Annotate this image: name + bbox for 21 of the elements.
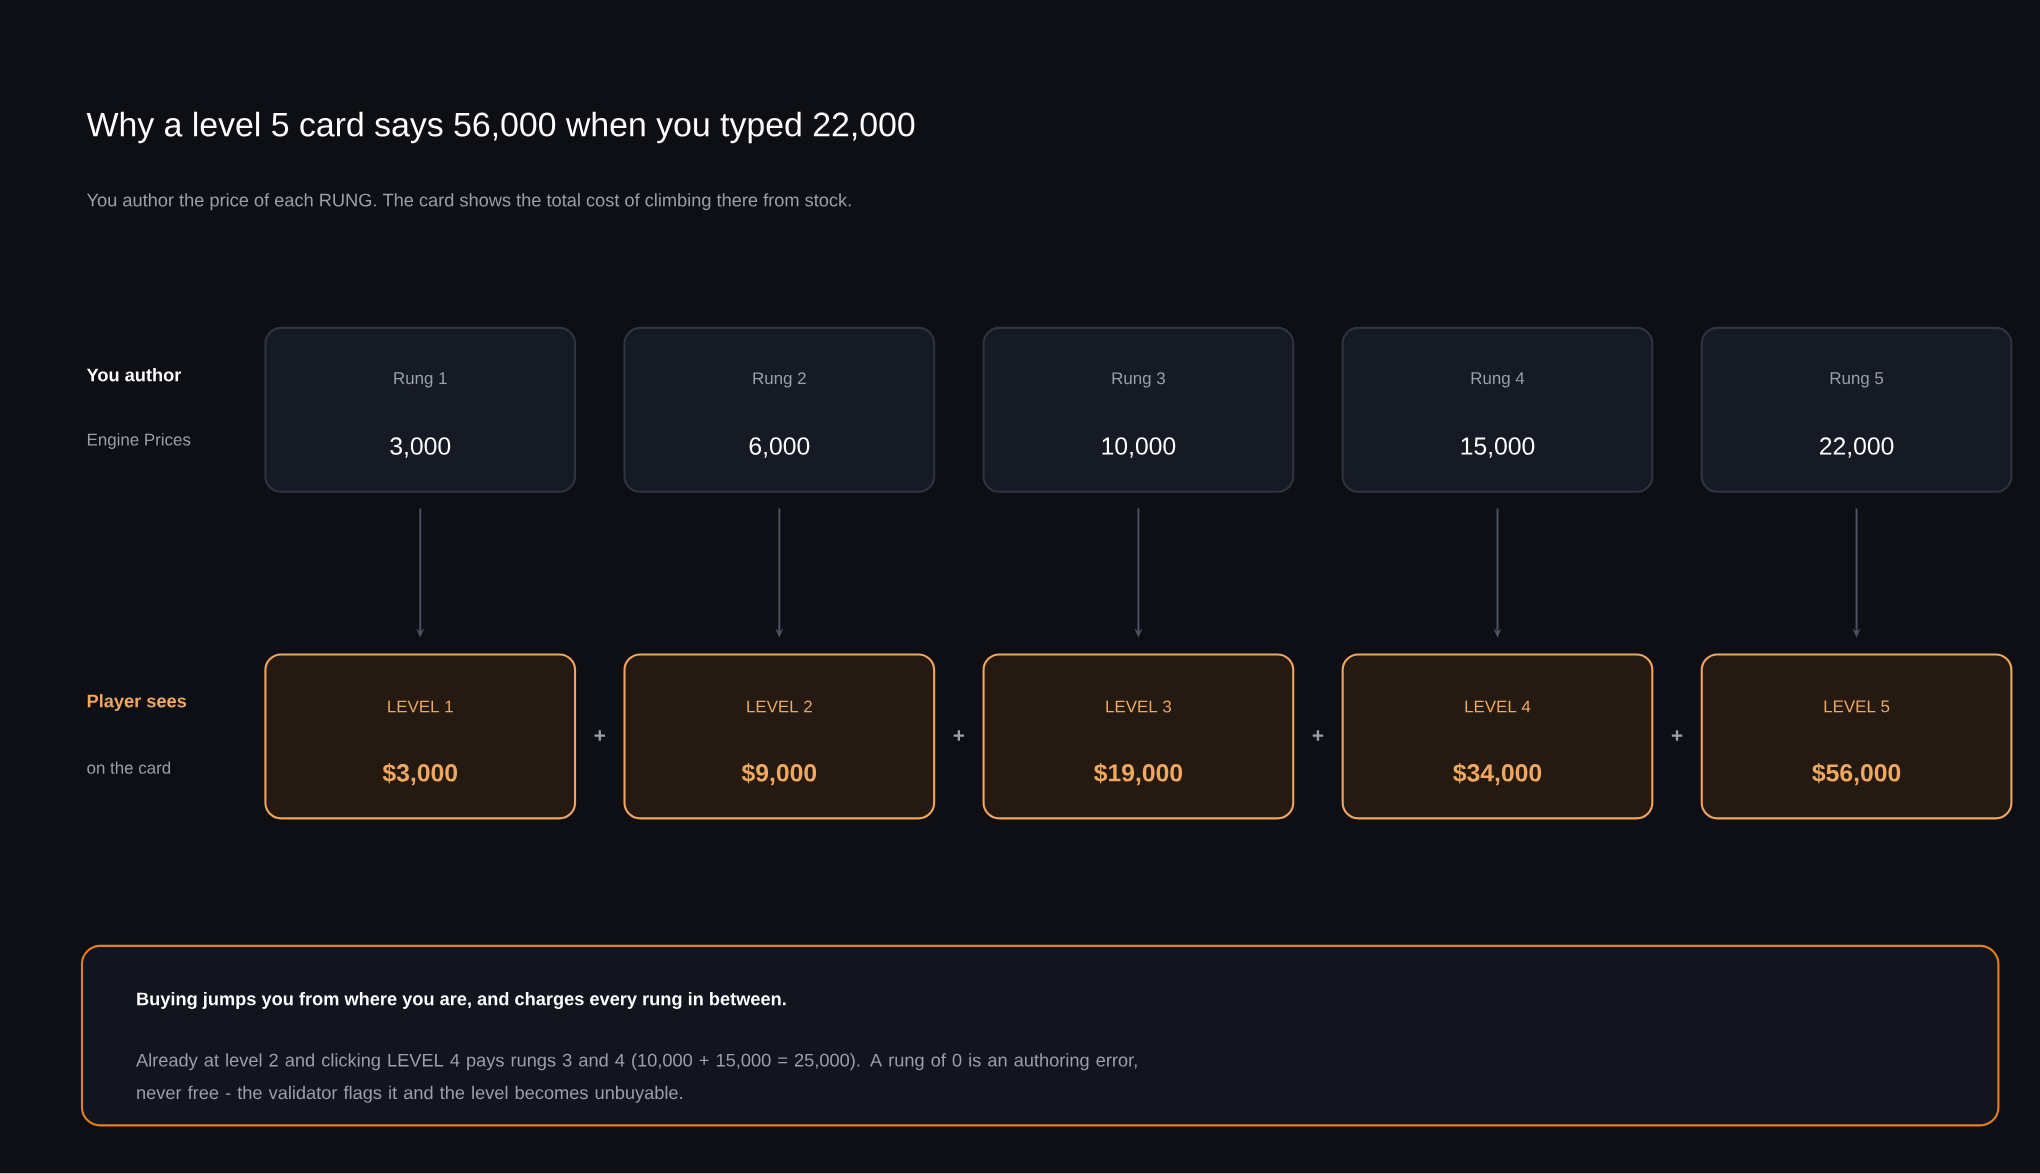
row-label: You author <box>86 368 182 382</box>
plus-sign: + <box>594 730 605 742</box>
level-card: LEVEL 1 $3,000 <box>264 653 577 820</box>
plus-sign: + <box>1671 730 1683 742</box>
rung-card: Rung 4 15,000 <box>1341 327 1654 494</box>
rung-card: Rung 1 3,000 <box>264 327 577 494</box>
level-card: LEVEL 2 $9,000 <box>623 653 936 820</box>
row-label: Engine Prices <box>87 433 191 450</box>
diagram-title: Why a level 5 card says 56,000 when you typed 22,000 <box>86 111 915 144</box>
row-label: on the card <box>87 761 171 775</box>
level-card: LEVEL 3 $19,000 <box>982 653 1295 820</box>
level-card: LEVEL 5 $56,000 <box>1700 653 2013 820</box>
plus-sign: + <box>953 730 965 742</box>
level-card: LEVEL 4 $34,000 <box>1341 653 1654 820</box>
plus-sign: + <box>1312 730 1324 742</box>
row-label: Player sees <box>87 694 187 712</box>
rung-card: Rung 5 22,000 <box>1700 327 2013 494</box>
rung-card: Rung 2 6,000 <box>623 327 936 494</box>
rung-card: Rung 3 10,000 <box>982 327 1295 494</box>
note-box: Buying jumps you from where you are, and charges every rung in between. Already at level 2 and clicking LEVEL 4 pays rungs 3 and 4 (10,000 + 15,000 = 25,000). A rung of 0 is an authoring error, never free - the validator flags it and the level becomes unbuyable. <box>80 945 2000 1127</box>
subtitle: You author the price of each RUNG. The card shows the total cost of climbing there from stock. <box>86 193 851 211</box>
